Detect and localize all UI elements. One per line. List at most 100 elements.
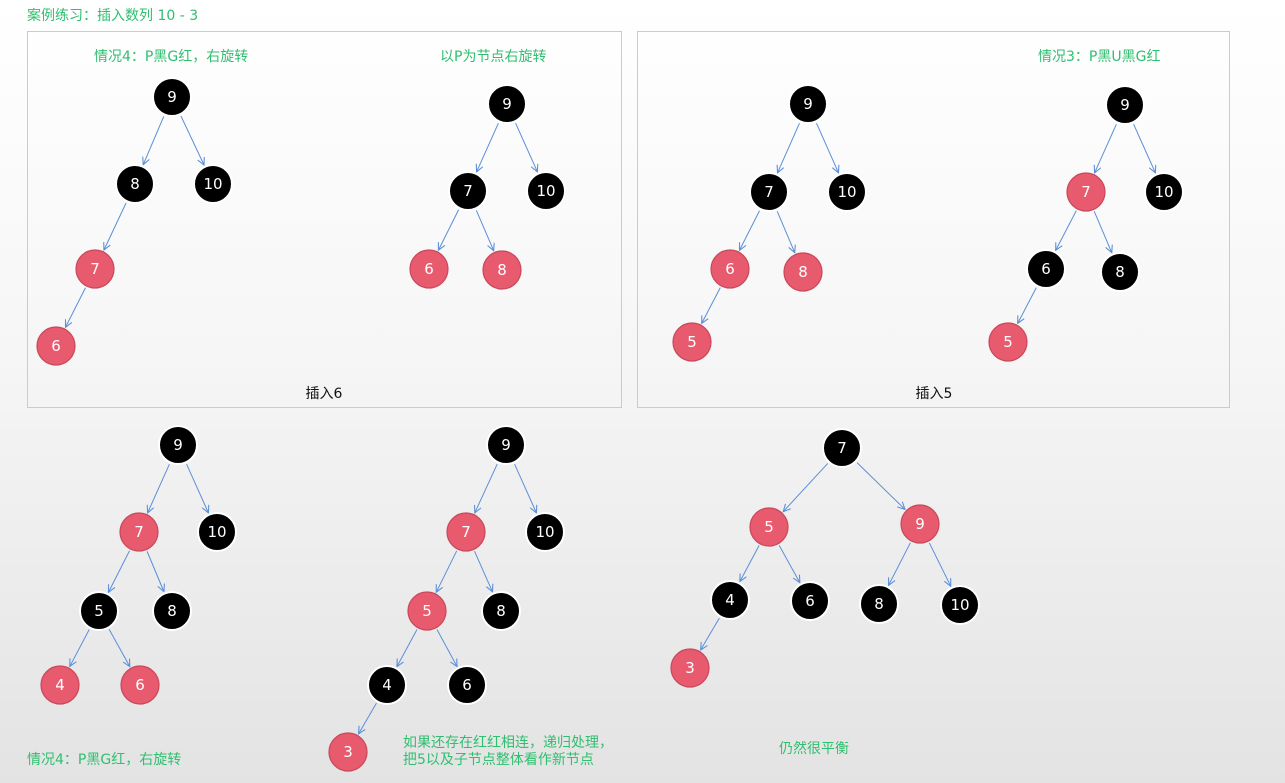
note-case4-top: 情况4：P黑G红，右旋转	[94, 49, 248, 65]
tree-edge	[1056, 210, 1077, 251]
node-value: 10	[207, 523, 226, 541]
black-node-9: 9	[152, 77, 192, 117]
node-value: 10	[1154, 183, 1173, 201]
node-value: 9	[502, 95, 512, 113]
tree-edge	[70, 629, 90, 667]
node-circle	[783, 252, 823, 292]
tree-edge	[1018, 287, 1037, 324]
black-node-7: 7	[448, 171, 488, 211]
black-node-9: 9	[487, 84, 527, 124]
node-circle	[859, 584, 899, 624]
node-circle	[193, 164, 233, 204]
black-node-8: 8	[1100, 252, 1140, 292]
red-node-6: 6	[36, 326, 76, 366]
red-node-5: 5	[672, 322, 712, 362]
node-circle	[672, 322, 712, 362]
black-node-10: 10	[1144, 172, 1184, 212]
node-value: 5	[687, 333, 697, 351]
node-value: 3	[685, 659, 695, 677]
tree-edge	[65, 287, 86, 328]
tree-edge	[397, 629, 418, 666]
node-value: 9	[173, 436, 183, 454]
node-circle	[988, 322, 1028, 362]
node-circle	[1066, 172, 1106, 212]
node-circle	[1026, 249, 1066, 289]
tree-edge	[701, 617, 720, 650]
node-value: 7	[134, 523, 144, 541]
black-node-7: 7	[822, 428, 862, 468]
tree-edge	[889, 542, 911, 586]
node-circle	[710, 580, 750, 620]
tree-edge	[436, 550, 458, 592]
node-value: 9	[167, 88, 177, 106]
node-value: 5	[764, 518, 774, 536]
black-node-9: 9	[788, 84, 828, 124]
node-circle	[487, 84, 527, 124]
tree-edge	[778, 545, 800, 582]
black-node-10: 10	[193, 164, 233, 204]
red-node-3: 3	[328, 732, 368, 772]
node-value: 8	[874, 595, 884, 613]
node-value: 8	[798, 263, 808, 281]
tree-edge	[475, 463, 498, 513]
node-circle	[36, 326, 76, 366]
black-node-6: 6	[447, 665, 487, 705]
tree-edge	[816, 122, 839, 173]
tree-edge	[475, 210, 493, 250]
black-node-10: 10	[525, 512, 565, 552]
tree-edge	[186, 463, 209, 513]
tree-edge	[146, 551, 164, 591]
node-circle	[75, 249, 115, 289]
node-circle	[448, 171, 488, 211]
tree-edge	[108, 550, 130, 593]
node-circle	[152, 591, 192, 631]
node-circle	[940, 585, 980, 625]
tree-edge	[143, 116, 165, 164]
node-value: 10	[535, 523, 554, 541]
tree-edge	[776, 211, 795, 252]
tree-edge	[856, 462, 905, 510]
node-circle	[900, 504, 940, 544]
black-node-10: 10	[526, 171, 566, 211]
node-circle	[526, 171, 566, 211]
panel-caption-insert5: 插入5	[916, 386, 953, 402]
note-case3: 情况3：P黑U黑G红	[1038, 49, 1160, 65]
page-title: 案例练习：插入数列 10 - 3	[27, 7, 198, 24]
panel-caption-insert6: 插入6	[306, 386, 343, 402]
node-value: 3	[343, 743, 353, 761]
node-circle	[749, 507, 789, 547]
red-node-7: 7	[119, 512, 159, 552]
node-circle	[827, 172, 867, 212]
black-node-7: 7	[749, 172, 789, 212]
tree-edge	[477, 122, 499, 172]
node-circle	[158, 425, 198, 465]
red-node-6: 6	[409, 249, 449, 289]
note-case4-bottom: 情况4：P黑G红，右旋转	[27, 752, 181, 768]
red-node-5: 5	[988, 322, 1028, 362]
note-balanced: 仍然很平衡	[779, 740, 849, 757]
node-circle	[407, 591, 447, 631]
node-value: 8	[130, 175, 140, 193]
node-value: 9	[915, 515, 925, 533]
red-node-7: 7	[446, 512, 486, 552]
node-value: 10	[536, 182, 555, 200]
black-node-10: 10	[940, 585, 980, 625]
tree-edge	[1133, 123, 1156, 173]
note-recursive-line2: 把5以及子节点整体看作新节点	[403, 752, 594, 768]
node-circle	[447, 665, 487, 705]
node-circle	[790, 581, 830, 621]
node-circle	[525, 512, 565, 552]
node-circle	[120, 665, 160, 705]
node-circle	[749, 172, 789, 212]
black-node-9: 9	[486, 425, 526, 465]
red-node-6: 6	[710, 249, 750, 289]
note-recursive-line1: 如果还存在红红相连，递归处理，	[403, 734, 613, 751]
black-node-8: 8	[115, 164, 155, 204]
tree-edge	[778, 122, 800, 173]
node-value: 7	[764, 183, 774, 201]
tree-edge	[739, 210, 760, 251]
